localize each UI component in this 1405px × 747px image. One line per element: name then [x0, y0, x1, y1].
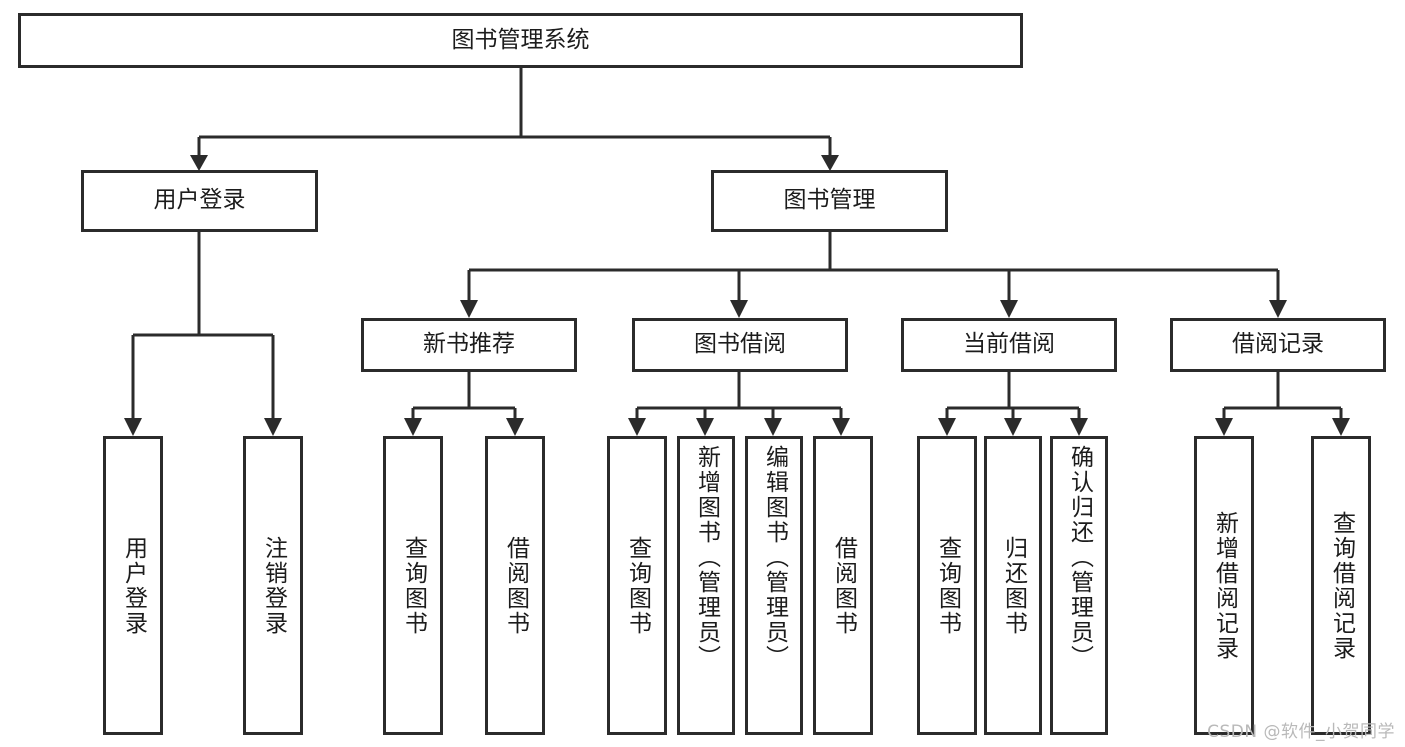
arrowhead-book-borrow — [730, 300, 748, 318]
arrowhead-new-book-recommend — [460, 300, 478, 318]
leaf-add-borrow-record[interactable]: 新增借阅记录 — [1194, 436, 1254, 735]
arrowhead-leaf-borrow-book-1 — [506, 418, 524, 436]
node-label: 查询图书 — [934, 535, 961, 636]
node-label: 归还图书 — [1000, 535, 1027, 636]
leaf-query-book-recommend[interactable]: 查询图书 — [383, 436, 443, 735]
node-label: 新增图书（管理员） — [693, 445, 720, 670]
arrowhead-leaf-borrow-book-2 — [832, 418, 850, 436]
leaf-confirm-return[interactable]: 确认归还（管理员） — [1050, 436, 1108, 735]
node-book-borrow[interactable]: 图书借阅 — [632, 318, 848, 372]
node-root-book-management-system[interactable]: 图书管理系统 — [18, 13, 1023, 68]
node-borrow-record[interactable]: 借阅记录 — [1170, 318, 1386, 372]
node-label: 图书管理 — [783, 187, 876, 214]
arrowhead-leaf-logout-login — [264, 418, 282, 436]
leaf-add-book[interactable]: 新增图书（管理员） — [677, 436, 735, 735]
node-label: 借阅图书 — [830, 535, 857, 636]
node-label: 查询借阅记录 — [1328, 510, 1355, 661]
node-label: 确认归还（管理员） — [1066, 445, 1093, 670]
leaf-query-borrow-record[interactable]: 查询借阅记录 — [1311, 436, 1371, 735]
node-label: 新书推荐 — [423, 331, 515, 358]
arrowhead-leaf-query-record — [1332, 418, 1350, 436]
node-label: 图书管理系统 — [451, 26, 590, 53]
node-label: 当前借阅 — [963, 331, 1055, 358]
arrowhead-book-manage — [821, 155, 839, 171]
node-new-book-recommend[interactable]: 新书推荐 — [361, 318, 577, 372]
leaf-user-login[interactable]: 用户登录 — [103, 436, 163, 735]
arrowhead-leaf-query-book-3 — [938, 418, 956, 436]
leaf-return-book[interactable]: 归还图书 — [984, 436, 1042, 735]
leaf-logout-login[interactable]: 注销登录 — [243, 436, 303, 735]
arrowhead-leaf-return-book — [1004, 418, 1022, 436]
node-label: 查询图书 — [400, 535, 427, 636]
node-label: 用户登录 — [120, 535, 147, 636]
arrowhead-current-borrow — [1000, 300, 1018, 318]
node-label: 新增借阅记录 — [1211, 510, 1238, 661]
node-book-management[interactable]: 图书管理 — [711, 170, 948, 232]
leaf-borrow-book-borrow[interactable]: 借阅图书 — [813, 436, 873, 735]
node-label: 注销登录 — [260, 535, 287, 636]
node-label: 查询图书 — [624, 535, 651, 636]
arrowhead-borrow-record — [1269, 300, 1287, 318]
leaf-query-book-borrow[interactable]: 查询图书 — [607, 436, 667, 735]
node-user-login[interactable]: 用户登录 — [81, 170, 318, 232]
leaf-query-book-current[interactable]: 查询图书 — [917, 436, 977, 735]
node-label: 借阅图书 — [502, 535, 529, 636]
leaf-edit-book[interactable]: 编辑图书（管理员） — [745, 436, 803, 735]
arrowhead-user-login — [190, 155, 208, 171]
leaf-borrow-book-recommend[interactable]: 借阅图书 — [485, 436, 545, 735]
node-label: 借阅记录 — [1232, 331, 1324, 358]
node-label: 用户登录 — [153, 187, 246, 214]
arrowhead-leaf-edit-book — [764, 418, 782, 436]
arrowhead-leaf-confirm-return — [1070, 418, 1088, 436]
arrowhead-leaf-query-book-2 — [628, 418, 646, 436]
arrowhead-leaf-add-record — [1215, 418, 1233, 436]
arrowhead-leaf-query-book-1 — [404, 418, 422, 436]
arrowhead-leaf-user-login — [124, 418, 142, 436]
node-current-borrow[interactable]: 当前借阅 — [901, 318, 1117, 372]
node-label: 图书借阅 — [694, 331, 786, 358]
node-label: 编辑图书（管理员） — [761, 445, 788, 670]
arrowhead-leaf-add-book — [696, 418, 714, 436]
